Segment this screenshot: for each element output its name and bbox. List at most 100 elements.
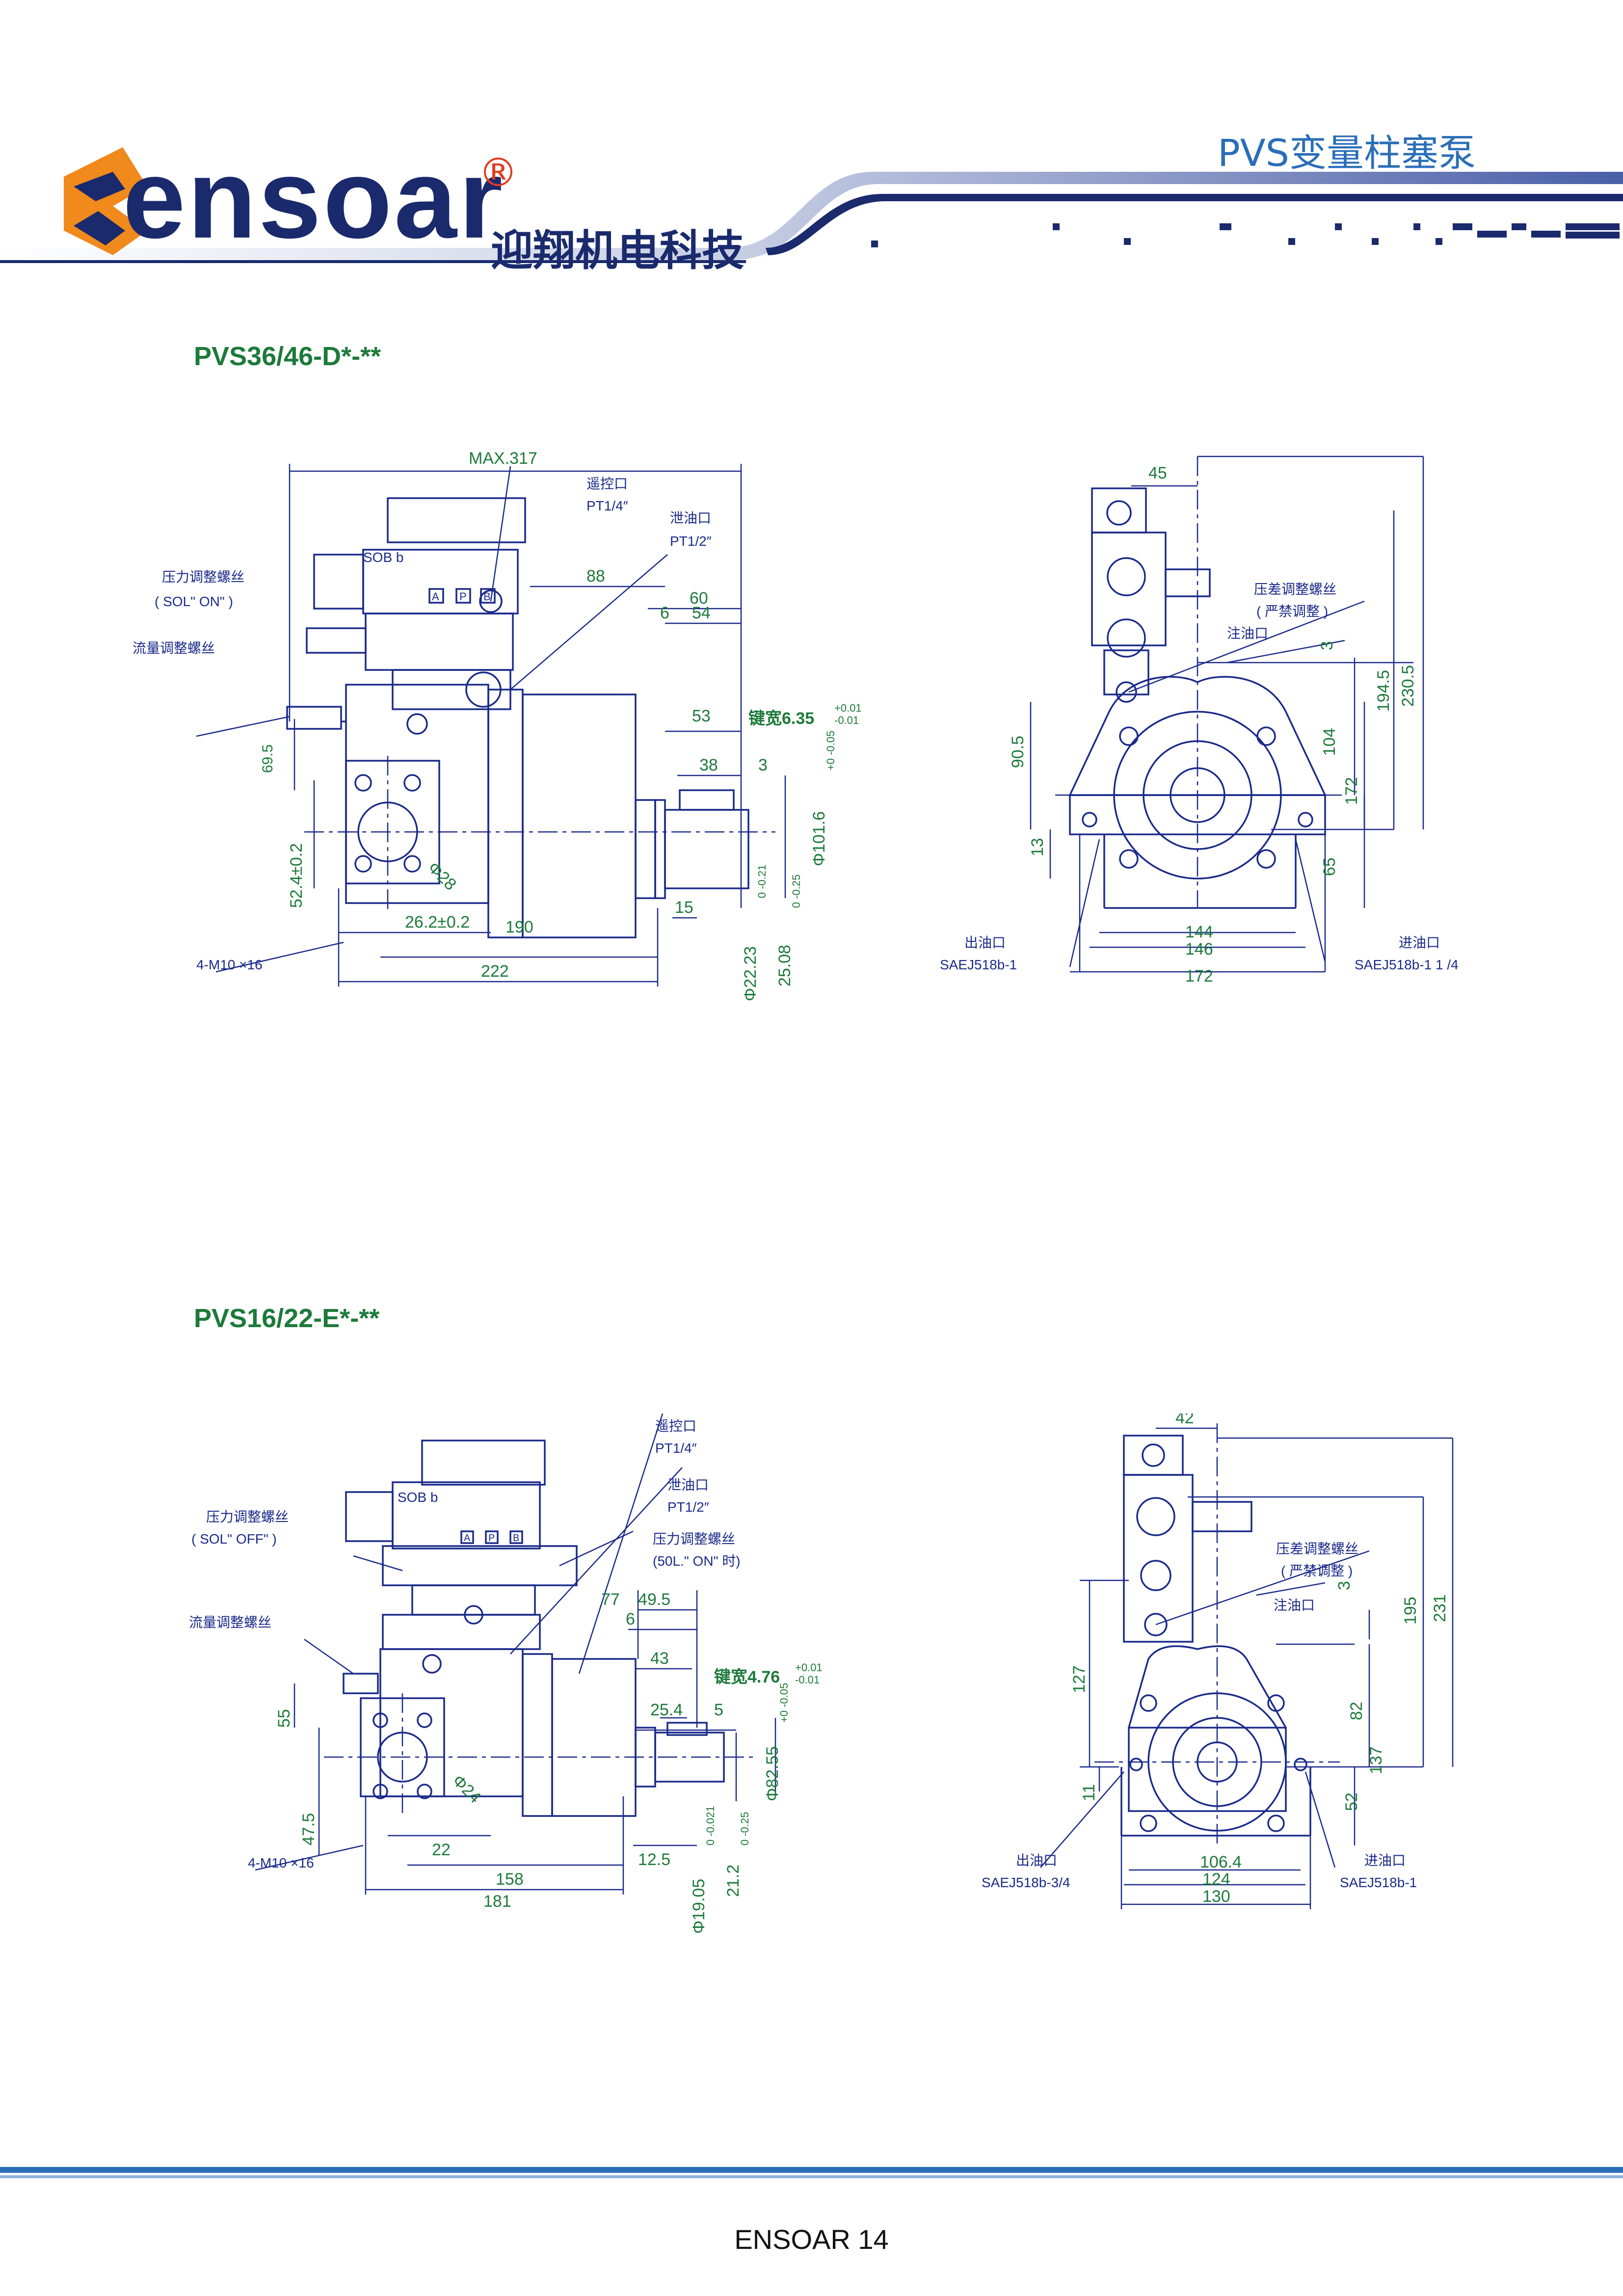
- svg-text:5: 5: [714, 1701, 723, 1719]
- svg-text:SAEJ518b-1: SAEJ518b-1: [1340, 1875, 1417, 1890]
- svg-text:Φ28: Φ28: [424, 858, 460, 894]
- svg-text:Φ19.05: Φ19.05: [690, 1879, 708, 1934]
- svg-text:15: 15: [675, 898, 693, 917]
- svg-text:90.5: 90.5: [1009, 736, 1027, 768]
- svg-text:流量调整螺丝: 流量调整螺丝: [189, 1615, 271, 1630]
- product-title: PVS变量柱塞泵: [1217, 131, 1476, 175]
- svg-text:127: 127: [1070, 1665, 1089, 1693]
- svg-text:压力调整螺丝: 压力调整螺丝: [162, 569, 244, 585]
- svg-text:12.5: 12.5: [638, 1850, 670, 1869]
- svg-text:47.5: 47.5: [299, 1813, 318, 1845]
- svg-text:194.5: 194.5: [1374, 670, 1393, 712]
- svg-text:22: 22: [432, 1841, 451, 1859]
- valve-top-block-2: [421, 1440, 546, 1486]
- svg-text:出油口: 出油口: [1016, 1853, 1057, 1868]
- model-title-1: PVS36/46-D*-**: [194, 342, 381, 371]
- svg-text:B: B: [483, 590, 491, 603]
- svg-text:SOB b: SOB b: [398, 1490, 438, 1505]
- svg-text:172: 172: [1342, 777, 1361, 805]
- svg-text:SAEJ518b-3/4: SAEJ518b-3/4: [982, 1875, 1070, 1890]
- svg-text:3: 3: [1318, 641, 1336, 650]
- svg-text:键宽6.35: 键宽6.35: [748, 709, 814, 728]
- svg-text:172: 172: [1185, 967, 1213, 986]
- svg-text:52.4±0.2: 52.4±0.2: [287, 843, 306, 908]
- svg-text:( SOL" ON" ): ( SOL" ON" ): [155, 594, 233, 609]
- solenoid-coil-2: [345, 1491, 394, 1542]
- svg-text:25.4: 25.4: [650, 1701, 683, 1719]
- svg-text:13: 13: [1028, 838, 1047, 856]
- svg-text:38: 38: [699, 756, 718, 774]
- svg-text:PT1/2″: PT1/2″: [667, 1499, 709, 1515]
- svg-text:26.2±0.2: 26.2±0.2: [405, 913, 470, 932]
- svg-text:222: 222: [481, 962, 509, 981]
- svg-text:21.2: 21.2: [724, 1865, 743, 1897]
- svg-text:45: 45: [1148, 464, 1167, 482]
- svg-text:82: 82: [1347, 1702, 1366, 1720]
- svg-text:Φ22.23: Φ22.23: [741, 946, 760, 1001]
- svg-text:49.5: 49.5: [638, 1590, 670, 1609]
- svg-text:53: 53: [692, 707, 711, 725]
- svg-text:压力调整螺丝: 压力调整螺丝: [206, 1509, 289, 1524]
- svg-text:6: 6: [626, 1610, 635, 1629]
- svg-text:压力调整螺丝: 压力调整螺丝: [653, 1531, 735, 1547]
- svg-text:-0.01: -0.01: [795, 1674, 820, 1686]
- svg-text:进油口: 进油口: [1364, 1853, 1406, 1868]
- svg-text:181: 181: [483, 1892, 511, 1911]
- svg-text:P: P: [488, 1533, 495, 1544]
- svg-text:-0.01: -0.01: [834, 714, 859, 726]
- svg-text:0 -0.21: 0 -0.21: [756, 865, 768, 899]
- drive-shaft-2: [654, 1732, 725, 1783]
- shaft-key-2: [666, 1722, 708, 1736]
- drawing-pvs36-46: MAX.317 88 60 6 54 53 38 3 15 190 222 26…: [133, 449, 1459, 1001]
- svg-text:Φ101.6: Φ101.6: [810, 811, 828, 866]
- svg-text:注油口: 注油口: [1227, 626, 1268, 641]
- svg-text:144: 144: [1185, 923, 1213, 941]
- svg-text:4-M10 ×16: 4-M10 ×16: [196, 957, 263, 972]
- svg-text:195: 195: [1401, 1597, 1420, 1625]
- svg-text:A: A: [464, 1533, 471, 1544]
- front-valve-stack-2: [1123, 1474, 1194, 1643]
- svg-text:压差调整螺丝: 压差调整螺丝: [1254, 582, 1336, 597]
- svg-text:3: 3: [1335, 1581, 1354, 1590]
- drive-shaft: [664, 809, 749, 889]
- svg-text:进油口: 进油口: [1399, 935, 1440, 950]
- svg-text:6: 6: [660, 604, 669, 622]
- svg-text:B: B: [513, 1533, 519, 1544]
- svg-text:231: 231: [1431, 1594, 1449, 1622]
- pump-rear-body-2: [379, 1648, 524, 1797]
- svg-text:流量调整螺丝: 流量调整螺丝: [133, 641, 215, 656]
- svg-text:A: A: [432, 590, 439, 603]
- svg-text:3: 3: [758, 756, 768, 774]
- svg-text:出油口: 出油口: [964, 935, 1006, 950]
- svg-text:69.5: 69.5: [260, 745, 276, 773]
- svg-text:137: 137: [1367, 1746, 1385, 1774]
- svg-text:PT1/4″: PT1/4″: [586, 498, 628, 513]
- header-swoosh: [0, 147, 1623, 263]
- svg-text:65: 65: [1320, 857, 1339, 876]
- svg-text:190: 190: [506, 918, 533, 936]
- pump-front-body: [522, 694, 637, 938]
- pump-front-body-2: [551, 1658, 637, 1817]
- svg-text:42: 42: [1175, 1414, 1194, 1427]
- svg-text:230.5: 230.5: [1399, 665, 1417, 707]
- svg-text:54: 54: [692, 604, 711, 622]
- svg-text:Φ24: Φ24: [449, 1771, 484, 1807]
- svg-text:130: 130: [1202, 1887, 1230, 1906]
- front-top-block-2: [1123, 1435, 1184, 1476]
- compensator-block: [365, 613, 514, 671]
- svg-text:+0.01: +0.01: [834, 702, 862, 714]
- valve-top-block: [387, 497, 526, 543]
- svg-text:+0 -0.05: +0 -0.05: [825, 731, 837, 771]
- svg-text:88: 88: [586, 567, 605, 586]
- svg-text:+0 -0.05: +0 -0.05: [778, 1683, 790, 1723]
- svg-text:55: 55: [275, 1709, 293, 1728]
- svg-text:+0.01: +0.01: [795, 1661, 823, 1674]
- solenoid-coil: [313, 554, 364, 610]
- svg-text:25.08: 25.08: [775, 945, 794, 987]
- svg-text:Φ82.55: Φ82.55: [763, 1746, 782, 1801]
- front-valve-stack: [1091, 532, 1167, 646]
- svg-text:SOB b: SOB b: [363, 550, 403, 565]
- header: ensoar ® 迎翔机电科技 PVS变量柱塞泵: [0, 0, 1623, 294]
- svg-text:60: 60: [690, 589, 708, 608]
- svg-text:11: 11: [1080, 1784, 1098, 1801]
